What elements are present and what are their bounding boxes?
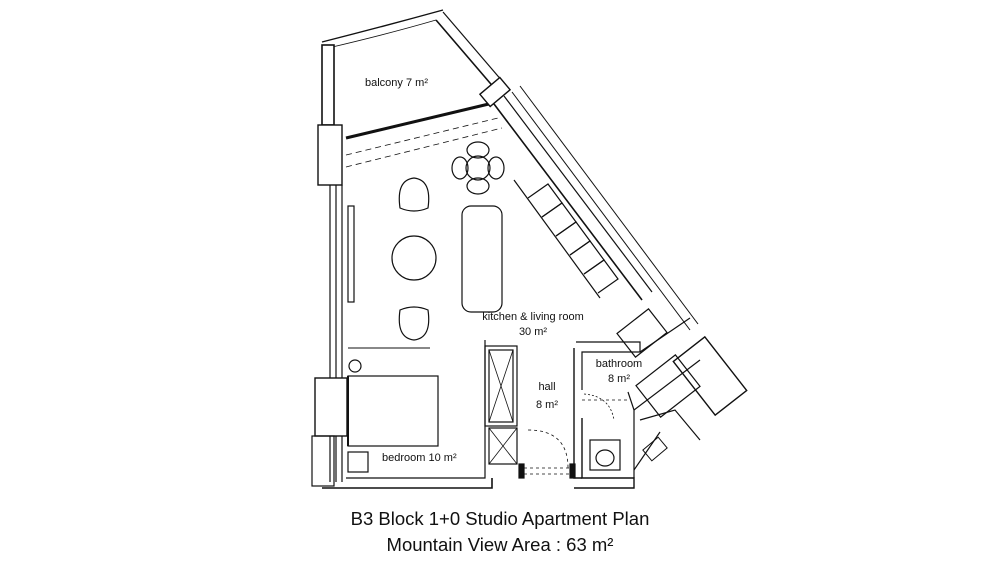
- plan-title: B3 Block 1+0 Studio Apartment Plan: [350, 508, 650, 529]
- left-wall-column: [317, 124, 343, 186]
- left-wall-upper: [321, 44, 335, 126]
- counter-2: [541, 202, 577, 237]
- bedroom-lamp: [348, 359, 362, 373]
- bed: [347, 375, 439, 447]
- bathroom-label: bathroom: [596, 358, 642, 370]
- bathroom-wall-bottom: [574, 418, 635, 489]
- hall-label: hall: [538, 381, 555, 393]
- round-table: [391, 235, 437, 281]
- diag-wall-2: [442, 11, 504, 83]
- bathroom-diag-1: [639, 317, 691, 353]
- bedroom-label: bedroom 10 m²: [382, 452, 457, 464]
- balcony-curve: [321, 9, 444, 43]
- sink: [589, 439, 621, 471]
- bathroom-diag-2: [633, 359, 701, 411]
- diag-wall-1: [435, 19, 497, 91]
- bathroom-area: 8 m²: [608, 373, 630, 385]
- wardrobe-inner: [488, 349, 514, 423]
- right-column: [672, 335, 748, 417]
- dining-chair-4: [487, 156, 505, 180]
- bottom-wall-outer: [322, 478, 493, 489]
- dining-chair-3: [451, 156, 469, 180]
- balcony-label: balcony 7 m²: [365, 77, 428, 89]
- bathtub: [616, 308, 668, 358]
- side-table: [311, 435, 335, 487]
- bathroom-ne-wall: [639, 409, 701, 441]
- counter-1: [527, 183, 563, 218]
- left-wall-lower: [314, 377, 348, 437]
- shoe-cabinet: [488, 427, 518, 465]
- bathroom-door-arc: [583, 393, 615, 421]
- nightstand: [347, 451, 369, 473]
- bathroom-lower-diag: [633, 431, 661, 471]
- kitchen-label: kitchen & living room: [482, 311, 584, 323]
- wardrobe: [484, 345, 518, 427]
- counter-4: [569, 240, 605, 275]
- wardrobe-x2: [488, 349, 514, 423]
- dining-chair-1: [466, 141, 490, 159]
- counter-5: [583, 259, 619, 294]
- floor-plan: balcony 7 m² kitchen & living room 30 m²…: [311, 9, 748, 489]
- diag-wall-5: [511, 91, 691, 331]
- diag-column: [478, 76, 512, 108]
- door-jamb-right: [569, 463, 576, 479]
- plan-subtitle: Mountain View Area : 63 m²: [386, 534, 614, 555]
- dining-table: [465, 155, 491, 181]
- door-jamb-left: [518, 463, 525, 479]
- toilet: [595, 449, 615, 467]
- bathroom-wall-right: [627, 391, 635, 478]
- window-corner: [642, 436, 668, 462]
- diag-wall-6: [519, 85, 699, 325]
- balcony-glass: [345, 101, 494, 140]
- balcony-dash-1: [345, 117, 499, 156]
- balcony-dash-2: [345, 127, 503, 168]
- counter-3: [555, 221, 591, 256]
- chair-bottom: [398, 306, 430, 341]
- shower-tray: [635, 354, 701, 418]
- sofa: [461, 205, 503, 313]
- diag-wall-4: [503, 95, 653, 293]
- balcony-curve-inner: [327, 19, 437, 49]
- bathroom-wall-left: [573, 348, 582, 479]
- kitchen-area: 30 m²: [519, 326, 547, 338]
- entrance-door-arc: [527, 429, 569, 469]
- tv-panel: [347, 205, 355, 303]
- dining-chair-2: [466, 177, 490, 195]
- hall-area: 8 m²: [536, 399, 558, 411]
- diag-wall-3: [493, 103, 643, 301]
- counter-front: [513, 179, 601, 299]
- chair-top: [398, 177, 430, 212]
- shoe-x2: [488, 427, 518, 465]
